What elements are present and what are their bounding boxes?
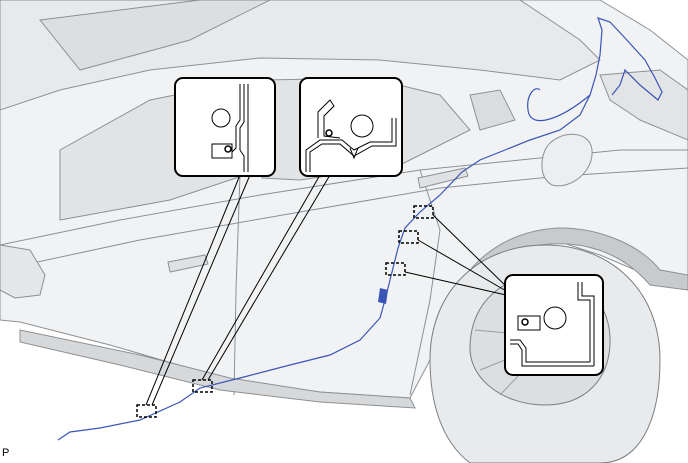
wire-clip-icon xyxy=(510,282,595,367)
tail-lamp xyxy=(599,69,688,141)
leader-quarter-2 xyxy=(417,239,509,293)
clip-detail-rear-door xyxy=(299,77,403,177)
leader-quarter-1 xyxy=(432,214,511,291)
figure-corner-label: P xyxy=(2,447,10,459)
rear-door-seam xyxy=(409,169,441,396)
wire-clip-icon xyxy=(305,99,397,172)
wire-clip-icon xyxy=(211,84,249,172)
callout-frame xyxy=(174,77,276,177)
front-door-handle xyxy=(167,254,209,273)
side-mirror xyxy=(0,244,46,299)
leader-lines xyxy=(145,174,511,406)
clip-marker-quarter-2 xyxy=(398,230,419,244)
rear-door-handle xyxy=(417,167,469,189)
clip-marker-rocker-rear xyxy=(192,379,213,393)
wire-connector xyxy=(378,288,388,304)
fuel-lid xyxy=(541,133,593,187)
rocker-panel xyxy=(19,329,416,409)
leader-quarter-3 xyxy=(404,271,507,296)
wire-harness-loop xyxy=(527,88,591,122)
clip-markers xyxy=(136,205,434,418)
sunroof xyxy=(39,0,271,71)
clip-detail-front-door xyxy=(174,77,276,177)
clip-detail-rear-quarter xyxy=(504,274,604,376)
quarter-window xyxy=(469,89,516,131)
wire-harness-route xyxy=(57,17,663,441)
clip-marker-quarter-3 xyxy=(385,262,406,276)
clip-marker-quarter-1 xyxy=(413,205,434,219)
clip-marker-rocker-front xyxy=(136,404,157,418)
leader-rear-door xyxy=(201,174,331,381)
leader-front-door xyxy=(145,174,251,406)
